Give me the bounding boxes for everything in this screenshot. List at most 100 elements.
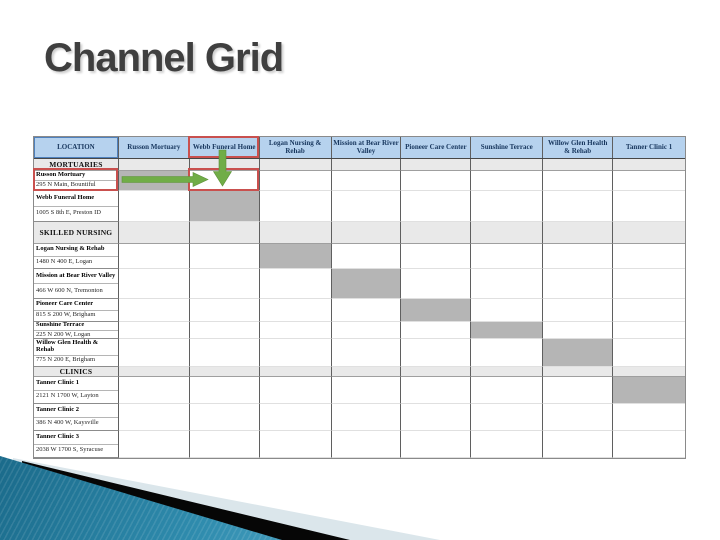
column-header: Webb Funeral Home: [189, 137, 260, 158]
grid-cell: [189, 269, 260, 299]
section-filler-cell: [189, 222, 260, 244]
grid-cell: [543, 244, 614, 269]
grid-cell: [189, 244, 260, 269]
grid-cell: [471, 171, 544, 191]
self-channel-cell: [613, 377, 685, 404]
decoration-teal-triangle: [0, 456, 282, 540]
grid-cell: [401, 191, 472, 222]
grid-cell: [543, 377, 614, 404]
grid-cell: [118, 431, 190, 458]
section-filler-cell: [259, 159, 332, 171]
section-filler-cell: [401, 367, 472, 377]
section-filler-cell: [401, 222, 472, 244]
section-filler-cell: [613, 367, 685, 377]
grid-cell: [118, 377, 190, 404]
grid-cell: [259, 191, 332, 222]
section-filler-cell: [118, 222, 190, 244]
grid-cell: [613, 339, 685, 367]
column-header-label: Willow Glen Health & Rehab: [547, 138, 608, 155]
section-label: CLINICS: [59, 367, 93, 376]
grid-cell: [401, 244, 472, 269]
grid-cell: [189, 171, 260, 191]
location-address: 1480 N 400 E, Logan: [36, 257, 93, 265]
section-header-cell: SKILLED NURSING: [34, 222, 119, 244]
grid-cell: [189, 431, 260, 458]
page-title: Channel Grid: [44, 36, 284, 80]
grid-cell: [543, 322, 614, 339]
grid-cell: [118, 339, 190, 367]
grid-cell: [259, 269, 332, 299]
grid-cell: [331, 431, 402, 458]
location-name: Willow Glen Health & Rehab: [34, 339, 118, 356]
section-label: SKILLED NURSING: [39, 228, 113, 237]
grid-cell: [613, 404, 685, 431]
grid-cell: [118, 404, 190, 431]
location-name: Mission at Bear River Valley: [34, 269, 118, 284]
section-filler-cell: [543, 159, 614, 171]
grid-cell: [471, 431, 544, 458]
section-filler-cell: [613, 222, 685, 244]
grid-cell: [401, 269, 472, 299]
self-channel-cell: [331, 269, 402, 299]
grid-cell: [259, 339, 332, 367]
location-address: 295 N Main, Bountiful: [36, 181, 96, 189]
location-name: Tanner Clinic 3: [34, 431, 118, 445]
location-name: Webb Funeral Home: [34, 191, 118, 207]
self-channel-cell: [401, 299, 472, 322]
slide-corner-decoration: [0, 450, 440, 540]
grid-cell: [401, 339, 472, 367]
grid-cell: [331, 404, 402, 431]
location-name: Pioneer Care Center: [34, 299, 118, 311]
grid-cell: [613, 269, 685, 299]
grid-cell: [471, 299, 544, 322]
column-header: Logan Nursing & Rehab: [259, 137, 332, 158]
section-filler-cell: [189, 159, 260, 171]
grid-cell: [543, 404, 614, 431]
grid-cell: [118, 322, 190, 339]
location-name: Tanner Clinic 2: [34, 404, 118, 418]
column-header-label: Russon Mortuary: [127, 142, 181, 151]
grid-cell: [331, 377, 402, 404]
location-address: 775 N 200 E, Brigham: [36, 356, 96, 364]
grid-cell: [613, 431, 685, 458]
grid-cell: [331, 299, 402, 322]
section-filler-cell: [331, 222, 402, 244]
grid-cell: [471, 377, 544, 404]
self-channel-cell: [543, 339, 614, 367]
grid-cell: [189, 377, 260, 404]
grid-cell: [118, 191, 190, 222]
section-filler-cell: [118, 159, 190, 171]
column-header-label: LOCATION: [57, 142, 95, 151]
grid-cell: [543, 431, 614, 458]
grid-cell: [543, 269, 614, 299]
column-header: Russon Mortuary: [118, 137, 190, 158]
location-address: 386 N 400 W, Kaysville: [36, 419, 99, 427]
grid-cell: [613, 299, 685, 322]
location-address: 225 N 200 W, Logan: [36, 330, 91, 338]
grid-cell: [471, 269, 544, 299]
section-filler-cell: [118, 367, 190, 377]
section-filler-cell: [471, 367, 544, 377]
decoration-pale-triangle: [13, 458, 440, 540]
self-channel-cell: [118, 171, 190, 191]
grid-cell: [401, 377, 472, 404]
location-name: Tanner Clinic 1: [34, 377, 118, 391]
grid-cell: [331, 191, 402, 222]
grid-cell: [401, 322, 472, 339]
grid-cell: [543, 171, 614, 191]
section-row: SKILLED NURSING: [34, 222, 685, 244]
grid-cell: [543, 299, 614, 322]
